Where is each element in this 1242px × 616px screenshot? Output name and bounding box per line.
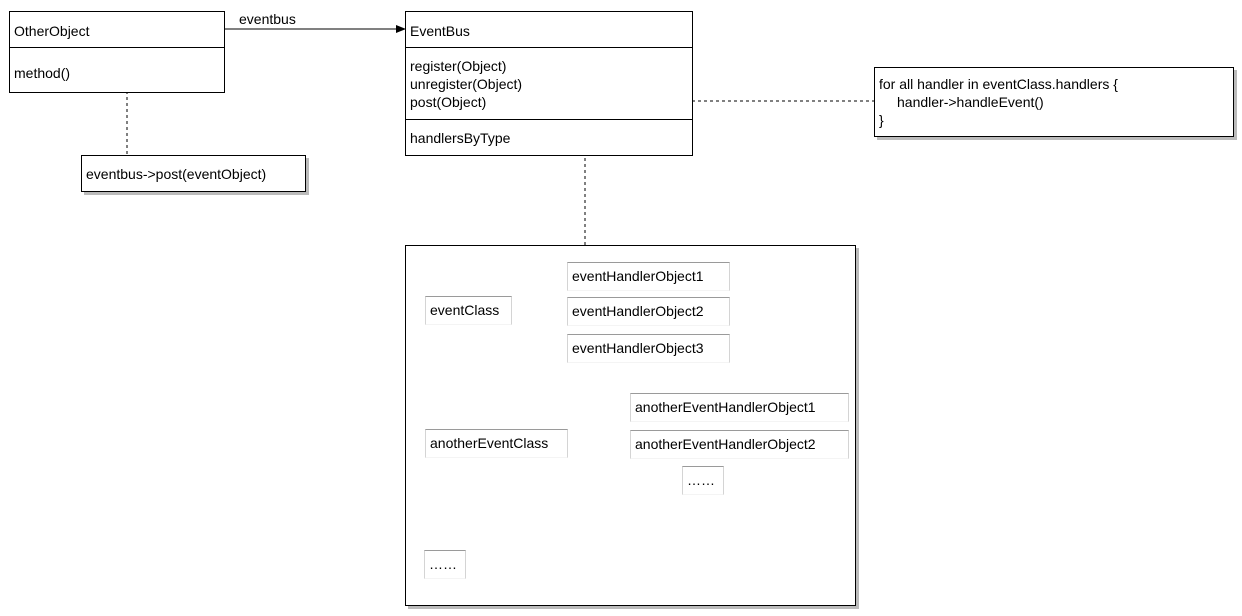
event-handler-cell: eventHandlerObject1 — [567, 262, 730, 291]
other-object-title: OtherObject — [14, 23, 90, 39]
more-event-classes-cell: …… — [424, 550, 466, 579]
association-label: eventbus — [239, 11, 296, 27]
event-handler-cell: anotherEventHandlerObject1 — [630, 393, 849, 422]
event-class-cell: eventClass — [425, 296, 512, 325]
post-note[interactable]: eventbus->post(eventObject) — [81, 155, 306, 192]
event-class-cell: anotherEventClass — [425, 429, 568, 458]
post-note-text: eventbus->post(eventObject) — [86, 166, 267, 182]
event-handler-cell: eventHandlerObject3 — [567, 334, 730, 363]
class-divider — [10, 47, 224, 48]
class-divider — [406, 47, 692, 48]
class-divider — [406, 119, 692, 120]
event-handler-cell: anotherEventHandlerObject2 — [630, 430, 849, 459]
event-bus-class[interactable]: EventBus register(Object) unregister(Obj… — [405, 11, 693, 156]
event-bus-field: handlersByType — [410, 130, 511, 146]
other-object-class[interactable]: OtherObject method() — [9, 11, 225, 93]
handler-note[interactable]: for all handler in eventClass.handlers {… — [874, 67, 1234, 137]
other-object-method: method() — [14, 65, 71, 81]
event-bus-title: EventBus — [410, 23, 470, 39]
event-bus-method-unregister: unregister(Object) — [410, 76, 523, 92]
event-bus-method-post: post(Object) — [410, 94, 487, 110]
handler-note-line-3: } — [879, 112, 884, 128]
event-bus-method-register: register(Object) — [410, 58, 507, 74]
handlers-map[interactable]: eventClass eventHandlerObject1 eventHand… — [405, 245, 856, 606]
event-handler-ellipsis-cell: …… — [682, 466, 724, 495]
event-handler-cell: eventHandlerObject2 — [567, 297, 730, 326]
handler-note-line-2: handler->handleEvent() — [897, 94, 1044, 110]
handler-note-line-1: for all handler in eventClass.handlers { — [879, 76, 1118, 92]
